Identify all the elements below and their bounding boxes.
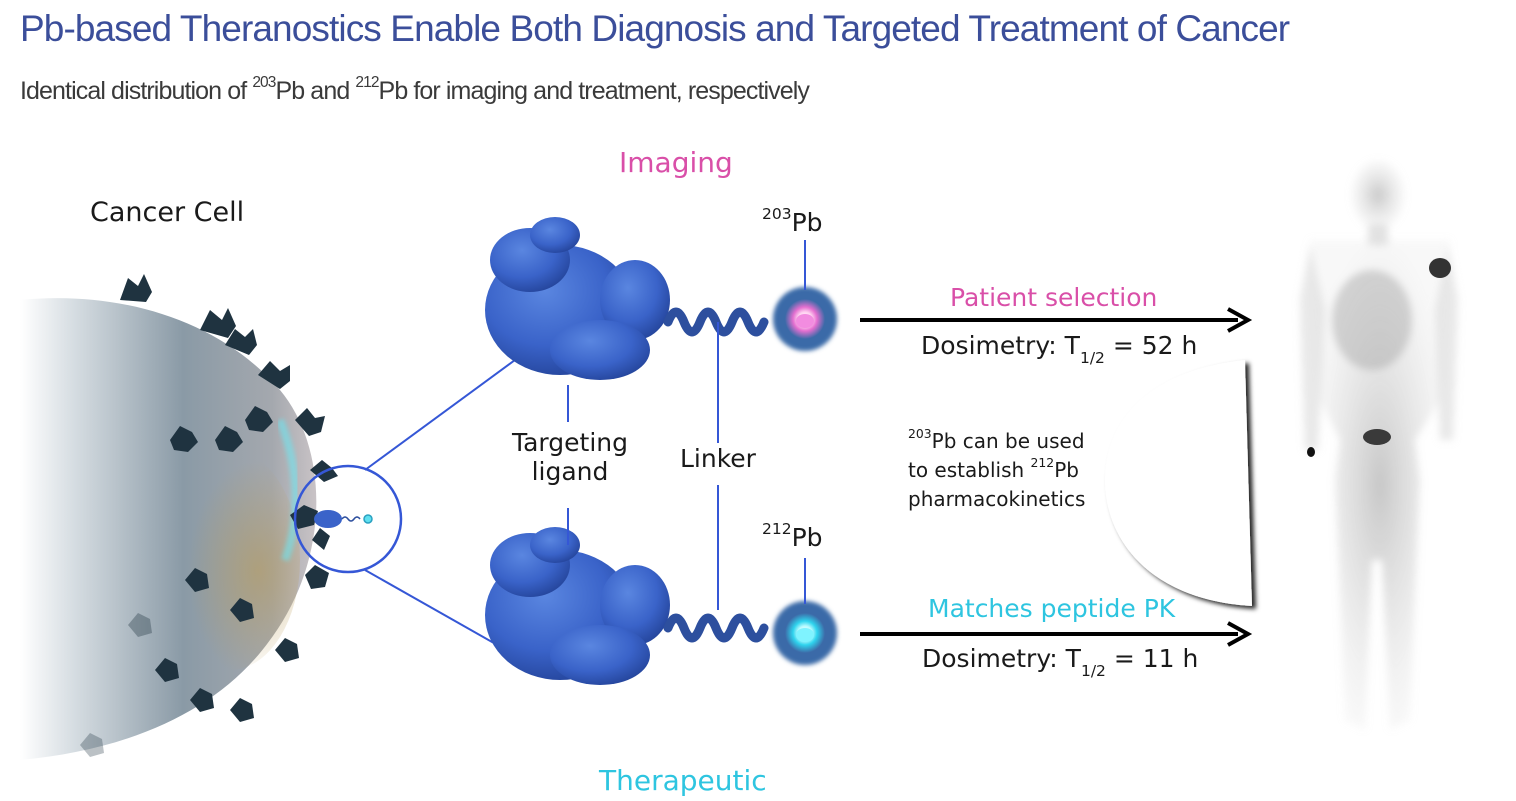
whole-body-scan [1300, 161, 1458, 730]
cancer-cell-illustration [20, 274, 373, 760]
scan-marker-dot [1307, 447, 1315, 457]
subtitle-prefix: Identical distribution of [20, 77, 253, 105]
isotope-212-core [796, 628, 814, 642]
isotope-212-mass: 212 [762, 520, 792, 539]
callout-line-top [364, 359, 516, 471]
cancer-cell-label: Cancer Cell [90, 197, 245, 228]
dosimetry-top-value: = 52 h [1104, 331, 1198, 360]
arrow-top-head [1227, 307, 1253, 333]
scan-hotspot-bladder [1363, 429, 1391, 445]
note-line2-suffix: Pb [1054, 458, 1079, 482]
receptor-icon [120, 274, 152, 302]
scan-right-arm [1300, 245, 1325, 450]
receptor-icon [80, 733, 104, 757]
note-line2: to establish 212Pb [908, 456, 1085, 485]
patient-selection-label: Patient selection [950, 283, 1158, 312]
targeting-ligand-line1: Targeting [511, 428, 628, 457]
targeting-ligand-line2: ligand [531, 457, 609, 486]
imaging-conjugate [485, 217, 837, 380]
note-line1-text: Pb can be used [931, 429, 1085, 453]
slide-subtitle: Identical distribution of 203Pb and 212P… [20, 74, 810, 106]
cell-interior [160, 450, 300, 670]
targeting-ligand-label: Targeting ligand [510, 428, 630, 486]
receptor-icon [230, 698, 254, 722]
dosimetry-top-label: Dosimetry: T1/2 = 52 h [921, 331, 1198, 365]
scan-head [1352, 161, 1404, 229]
isotope-203-symbol: Pb [791, 208, 823, 237]
dosimetry-top-prefix: Dosimetry: T [921, 331, 1080, 360]
linker-bottom [663, 613, 769, 643]
therapeutic-conjugate [485, 527, 837, 685]
bound-isotope-icon [363, 514, 373, 524]
dosimetry-bottom-value: = 11 h [1105, 644, 1199, 673]
note-line1: 203Pb can be used [908, 427, 1085, 456]
scan-left-arm [1435, 245, 1458, 440]
arrow-top [860, 307, 1253, 333]
cell-highlight [276, 418, 300, 562]
bound-linker-icon [341, 516, 361, 522]
receptor-icon [200, 308, 236, 338]
isotope-212-symbol: Pb [791, 523, 823, 552]
isotope-212-label: 212Pb [762, 520, 823, 552]
pharmacokinetics-note: 203Pb can be used to establish 212Pb pha… [908, 427, 1085, 514]
receptor-icon [190, 688, 214, 712]
receptor-icon [170, 426, 198, 452]
receptor-icon [185, 568, 209, 592]
receptor-icon [312, 528, 330, 550]
arrow-bottom [860, 621, 1253, 647]
isotope-203-label: 203Pb [762, 205, 823, 237]
cell-receptors [80, 274, 338, 757]
receptor-icon [290, 505, 318, 529]
receptor-icon [275, 638, 299, 662]
dosimetry-bottom-label: Dosimetry: T1/2 = 11 h [922, 644, 1199, 678]
note-line3: pharmacokinetics [908, 487, 1086, 511]
isotope2-mass: 212 [355, 74, 379, 92]
bound-ligand-icon [314, 510, 342, 528]
receptor-icon [128, 613, 152, 637]
callout-line-bottom [364, 569, 516, 656]
magnify-circle [293, 464, 403, 574]
imaging-label: Imaging [619, 146, 733, 179]
linker-label: Linker [680, 444, 756, 473]
isotope-203-core [796, 314, 814, 328]
isotope1-mass: 203 [252, 74, 276, 92]
matches-peptide-pk-label: Matches peptide PK [928, 594, 1176, 623]
note-mass2: 212 [1030, 455, 1055, 471]
linker-top [663, 307, 769, 337]
therapeutic-label: Therapeutic [599, 764, 767, 797]
bracket-shape [1105, 360, 1252, 606]
isotope2-text: Pb for imaging and treatment, respective… [378, 77, 810, 105]
isotope1-text: Pb and [275, 77, 356, 105]
receptor-icon [245, 406, 273, 432]
note-mass1: 203 [908, 426, 932, 442]
scan-torso-legs [1310, 240, 1450, 730]
receptor-icon [225, 329, 257, 355]
receptor-icon [295, 408, 325, 436]
dosimetry-bottom-prefix: Dosimetry: T [922, 644, 1081, 673]
receptor-icon [215, 426, 243, 452]
slide-title: Pb-based Theranostics Enable Both Diagno… [20, 8, 1290, 49]
note-line2-prefix: to establish [908, 458, 1031, 482]
scan-hotspot-shoulder [1429, 258, 1451, 278]
arrow-bottom-head [1227, 621, 1253, 647]
receptor-icon [258, 361, 290, 389]
scan-liver [1332, 270, 1412, 370]
dosimetry-top-sub: 1/2 [1079, 348, 1105, 367]
protein-ligand-top [485, 217, 670, 380]
dosimetry-bottom-sub: 1/2 [1080, 661, 1106, 680]
receptor-icon [230, 598, 254, 622]
protein-ligand-bottom [485, 527, 670, 685]
receptor-icon [155, 658, 179, 682]
isotope-203-mass: 203 [762, 205, 792, 224]
receptor-icon [305, 565, 329, 589]
